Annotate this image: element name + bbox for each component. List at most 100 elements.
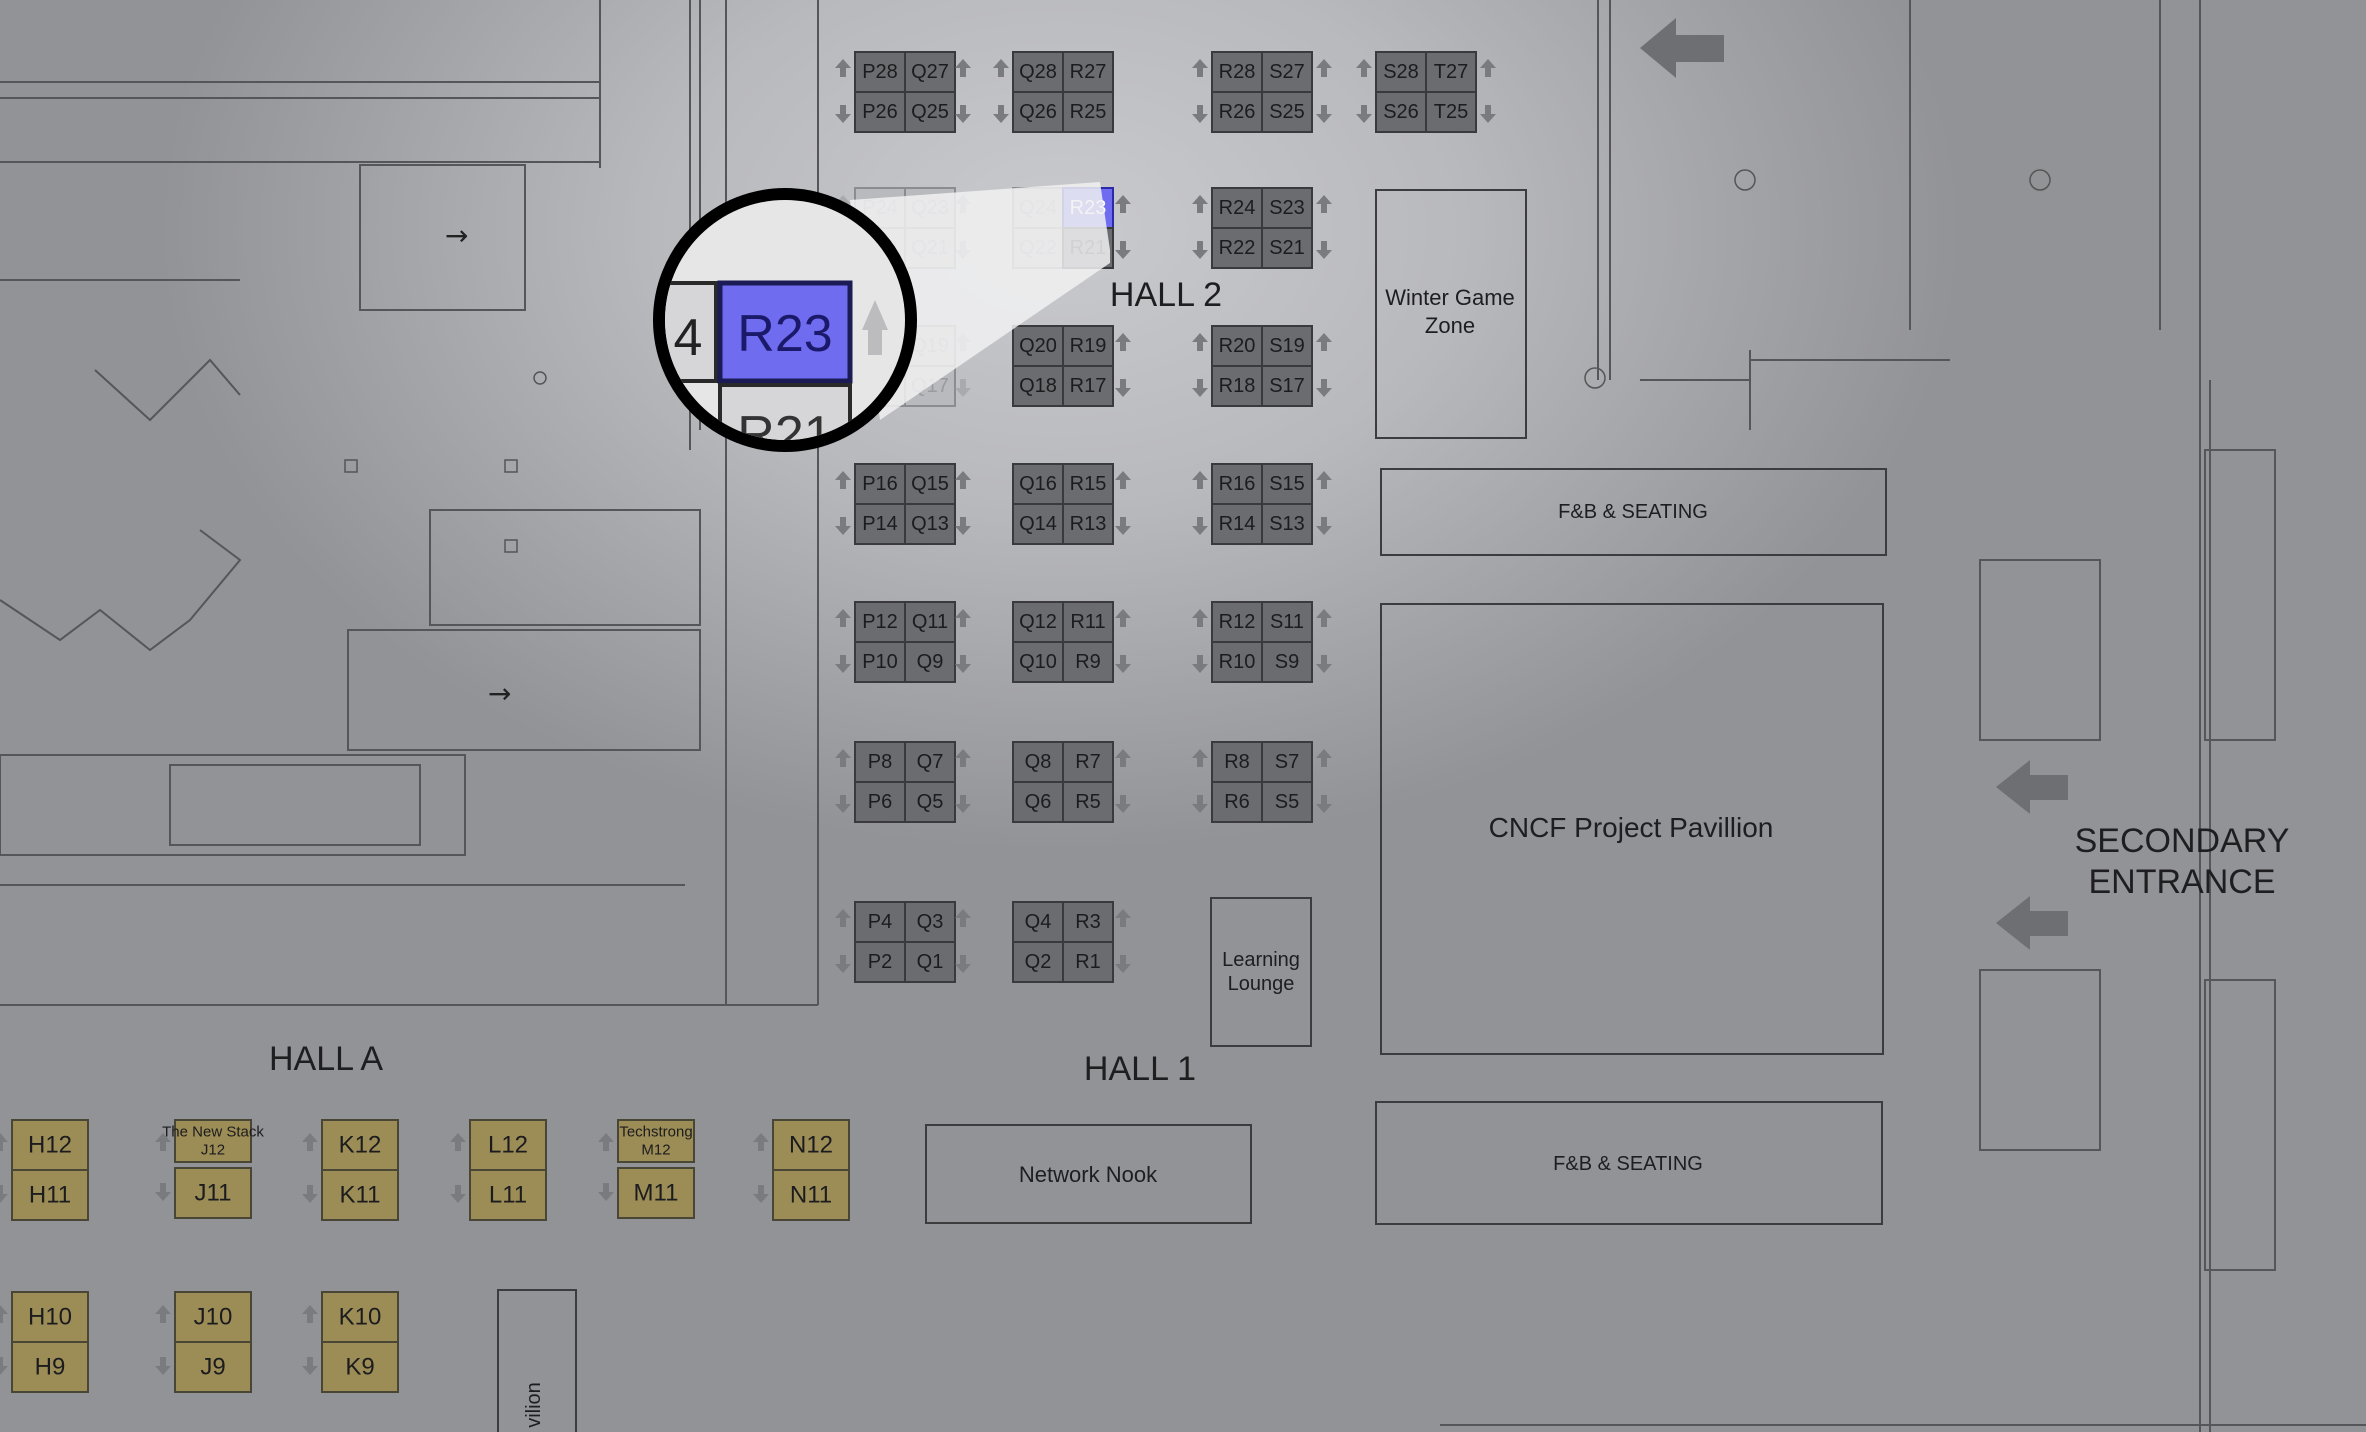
booth-q9[interactable]: Q9 [904,641,956,683]
booth-r19[interactable]: R19 [1062,325,1114,367]
cncf-project-pavilion[interactable]: CNCF Project Pavillion [1380,603,1884,1055]
network-nook[interactable]: Network Nook [925,1124,1252,1224]
booth-q26[interactable]: Q26 [1012,91,1064,133]
booth-p8[interactable]: P8 [854,741,906,783]
booth-k11[interactable]: K11 [321,1169,399,1221]
booth-h12[interactable]: H12 [11,1119,89,1171]
fb-seating-top[interactable]: F&B & SEATING [1380,468,1887,556]
booth-r6[interactable]: R6 [1211,781,1263,823]
booth-r28[interactable]: R28 [1211,51,1263,93]
booth-r16[interactable]: R16 [1211,463,1263,505]
booth-r26[interactable]: R26 [1211,91,1263,133]
booth-q7[interactable]: Q7 [904,741,956,783]
magnified-r23-booth[interactable] [717,280,853,384]
booth-s15[interactable]: S15 [1261,463,1313,505]
booth-s13[interactable]: S13 [1261,503,1313,545]
booth-r25[interactable]: R25 [1062,91,1114,133]
booth-p16[interactable]: P16 [854,463,906,505]
booth-l11[interactable]: L11 [469,1169,547,1221]
booth-s25[interactable]: S25 [1261,91,1313,133]
booth-n12[interactable]: N12 [772,1119,850,1171]
booth-s7[interactable]: S7 [1261,741,1313,783]
booth-r8[interactable]: R8 [1211,741,1263,783]
booth-p28[interactable]: P28 [854,51,906,93]
booth-q25[interactable]: Q25 [904,91,956,133]
booth-q13[interactable]: Q13 [904,503,956,545]
booth-s5[interactable]: S5 [1261,781,1313,823]
booth-j9[interactable]: J9 [174,1341,252,1393]
booth-q5[interactable]: Q5 [904,781,956,823]
booth-q20[interactable]: Q20 [1012,325,1064,367]
booth-r5[interactable]: R5 [1062,781,1114,823]
booth-k12[interactable]: K12 [321,1119,399,1171]
booth-s23[interactable]: S23 [1261,187,1313,229]
booth-s27[interactable]: S27 [1261,51,1313,93]
booth-r15[interactable]: R15 [1062,463,1114,505]
booth-s28[interactable]: S28 [1375,51,1427,93]
booth-r22[interactable]: R22 [1211,227,1263,269]
booth-r13[interactable]: R13 [1062,503,1114,545]
booth-r24[interactable]: R24 [1211,187,1263,229]
booth-r18[interactable]: R18 [1211,365,1263,407]
booth-p2[interactable]: P2 [854,941,906,983]
booth-q15[interactable]: Q15 [904,463,956,505]
booth-h9[interactable]: H9 [11,1341,89,1393]
booth-q4[interactable]: Q4 [1012,901,1064,943]
booth-k10[interactable]: K10 [321,1291,399,1343]
booth-r10[interactable]: R10 [1211,641,1263,683]
booth-k9[interactable]: K9 [321,1341,399,1393]
booth-p14[interactable]: P14 [854,503,906,545]
booth-p10[interactable]: P10 [854,641,906,683]
booth-p4[interactable]: P4 [854,901,906,943]
booth-j11[interactable]: J11 [174,1167,252,1219]
booth-r11[interactable]: R11 [1062,601,1114,643]
pavilion-partial[interactable]: vilion [497,1289,577,1432]
booth-r3[interactable]: R3 [1062,901,1114,943]
booth-s11[interactable]: S11 [1261,601,1313,643]
booth-h10[interactable]: H10 [11,1291,89,1343]
booth-q3[interactable]: Q3 [904,901,956,943]
booth-q8[interactable]: Q8 [1012,741,1064,783]
booth-h11[interactable]: H11 [11,1169,89,1221]
booth-q1[interactable]: Q1 [904,941,956,983]
booth-q6[interactable]: Q6 [1012,781,1064,823]
fb-seating-bottom[interactable]: F&B & SEATING [1375,1101,1883,1225]
booth-r14[interactable]: R14 [1211,503,1263,545]
booth-s26[interactable]: S26 [1375,91,1427,133]
booth-r17[interactable]: R17 [1062,365,1114,407]
booth-q14[interactable]: Q14 [1012,503,1064,545]
booth-label: R28 [1219,61,1256,83]
booth-r1[interactable]: R1 [1062,941,1114,983]
booth-n11[interactable]: N11 [772,1169,850,1221]
booth-q28[interactable]: Q28 [1012,51,1064,93]
booth-t27[interactable]: T27 [1425,51,1477,93]
booth-r7[interactable]: R7 [1062,741,1114,783]
booth-p6[interactable]: P6 [854,781,906,823]
booth-r20[interactable]: R20 [1211,325,1263,367]
booth-j10[interactable]: J10 [174,1291,252,1343]
booth-q10[interactable]: Q10 [1012,641,1064,683]
booth-s21[interactable]: S21 [1261,227,1313,269]
booth-cell [1211,781,1263,823]
booth-q18[interactable]: Q18 [1012,365,1064,407]
booth-r12[interactable]: R12 [1211,601,1263,643]
booth-q12[interactable]: Q12 [1012,601,1064,643]
booth-r9[interactable]: R9 [1062,641,1114,683]
booth-r27[interactable]: R27 [1062,51,1114,93]
booth-t25[interactable]: T25 [1425,91,1477,133]
booth-q11[interactable]: Q11 [904,601,956,643]
booth-s19[interactable]: S19 [1261,325,1313,367]
booth-l12[interactable]: L12 [469,1119,547,1171]
booth-s9[interactable]: S9 [1261,641,1313,683]
booth-m11[interactable]: M11 [617,1167,695,1219]
booth-s17[interactable]: S17 [1261,365,1313,407]
booth-q27[interactable]: Q27 [904,51,956,93]
booth-q2[interactable]: Q2 [1012,941,1064,983]
booth-q16[interactable]: Q16 [1012,463,1064,505]
booth-p12[interactable]: P12 [854,601,906,643]
booth-p26[interactable]: P26 [854,91,906,133]
